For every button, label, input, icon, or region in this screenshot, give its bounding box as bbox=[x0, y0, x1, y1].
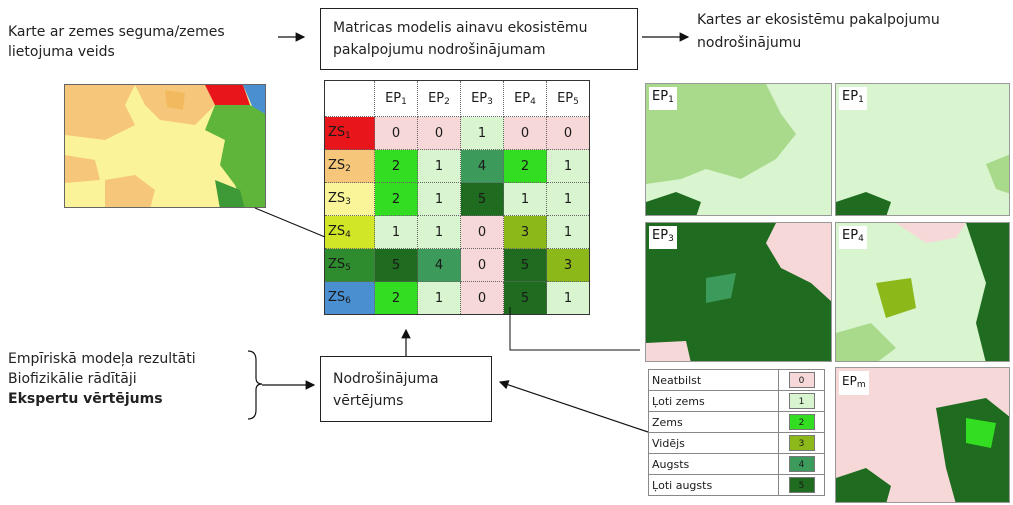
assessment-sources: Empīriskā modeļa rezultāti Biofizikālie … bbox=[8, 349, 248, 409]
matrix-cell: 4 bbox=[460, 149, 504, 183]
legend-row: Ļoti augsts 5 bbox=[648, 474, 825, 496]
es-map-m: EPm bbox=[835, 367, 1010, 503]
matrix-cell: 1 bbox=[546, 182, 590, 216]
matrix-cell: 0 bbox=[546, 116, 590, 150]
matrix-cell: 5 bbox=[374, 248, 418, 282]
matrix-row-header: ZS3 bbox=[324, 182, 375, 216]
matrix-cell: 4 bbox=[417, 248, 461, 282]
landcover-map-graphic bbox=[65, 85, 265, 207]
legend-label: Ļoti augsts bbox=[648, 474, 779, 496]
es-maps-label-line2: nodrošinājumu bbox=[697, 35, 802, 51]
matrix-cell: 1 bbox=[546, 281, 590, 315]
matrix-model-label-line2: pakalpojumu nodrošinājumam bbox=[333, 42, 546, 58]
matrix-cell: 1 bbox=[503, 182, 547, 216]
link-map-to-zs4 bbox=[254, 207, 326, 238]
legend-swatch-cell: 4 bbox=[778, 453, 825, 475]
matrix-cell: 1 bbox=[546, 215, 590, 249]
legend-swatch: 5 bbox=[788, 477, 815, 493]
matrix-cell: 2 bbox=[374, 281, 418, 315]
landcover-map bbox=[64, 84, 266, 208]
matrix-cell: 1 bbox=[417, 149, 461, 183]
matrix-row-header: ZS4 bbox=[324, 215, 375, 249]
legend-label: Augsts bbox=[648, 453, 779, 475]
provision-evaluation-box: Nodrošinājuma vērtējums bbox=[320, 356, 492, 422]
es-map-4-graphic bbox=[836, 223, 1009, 361]
landcover-map-label-line2: lietojuma veids bbox=[8, 44, 115, 60]
matrix-header-row: EP1 EP2 EP3 EP4 EP5 bbox=[324, 80, 590, 117]
es-map-1: EP1 bbox=[645, 83, 832, 216]
matrix-corner-cell bbox=[324, 80, 375, 117]
matrix-row-header: ZS6 bbox=[324, 281, 375, 315]
link-cell-to-map bbox=[509, 307, 640, 351]
matrix-cell: 3 bbox=[546, 248, 590, 282]
arrow-legend-to-evaluation bbox=[498, 380, 649, 433]
es-map-1-label: EP1 bbox=[649, 87, 677, 110]
landcover-map-label-line1: Karte ar zemes seguma/zemes bbox=[8, 24, 225, 40]
matrix-cell: 1 bbox=[546, 149, 590, 183]
legend-row: Augsts 4 bbox=[648, 453, 825, 475]
matrix-model-label-line1: Matricas modelis ainavu ekosistēmu bbox=[333, 20, 588, 36]
legend-swatch-cell: 1 bbox=[778, 390, 825, 412]
es-maps-label-line1: Kartes ar ekosistēmu pakalpojumu bbox=[697, 12, 940, 28]
es-map-2: EP1 bbox=[835, 83, 1010, 216]
matrix-cell: 2 bbox=[374, 182, 418, 216]
legend-swatch: 1 bbox=[788, 393, 815, 409]
source-empirical: Empīriskā modeļa rezultāti bbox=[8, 351, 196, 367]
es-map-m-label: EPm bbox=[839, 371, 869, 395]
matrix-row-header: ZS5 bbox=[324, 248, 375, 282]
legend-swatch: 4 bbox=[788, 456, 815, 472]
matrix-cell: 0 bbox=[374, 116, 418, 150]
es-map-3: EP3 bbox=[645, 222, 832, 362]
es-map-1-graphic bbox=[646, 84, 831, 215]
matrix-cell: 0 bbox=[460, 281, 504, 315]
es-maps-label: Kartes ar ekosistēmu pakalpojumu nodroši… bbox=[697, 10, 997, 53]
matrix-col-header: EP3 bbox=[460, 80, 504, 117]
matrix-row-header: ZS1 bbox=[324, 116, 375, 150]
matrix-cell: 2 bbox=[374, 149, 418, 183]
es-map-4: EP4 bbox=[835, 222, 1010, 362]
legend-swatch: 3 bbox=[788, 435, 815, 451]
es-map-4-label: EP4 bbox=[839, 226, 867, 249]
matrix-cell: 0 bbox=[503, 116, 547, 150]
es-map-2-label: EP1 bbox=[839, 87, 867, 110]
matrix-cell: 0 bbox=[417, 116, 461, 150]
matrix-model-box: Matricas modelis ainavu ekosistēmu pakal… bbox=[320, 8, 638, 70]
es-map-3-label: EP3 bbox=[649, 226, 677, 249]
legend-swatch: 0 bbox=[788, 372, 815, 388]
legend-swatch-cell: 5 bbox=[778, 474, 825, 496]
matrix-cell: 1 bbox=[460, 116, 504, 150]
matrix-cell: 1 bbox=[417, 182, 461, 216]
es-map-m-graphic bbox=[836, 368, 1009, 502]
matrix-cell: 2 bbox=[503, 149, 547, 183]
provision-evaluation-line2: vērtējums bbox=[333, 393, 404, 409]
legend-swatch: 2 bbox=[788, 414, 815, 430]
es-map-3-graphic bbox=[646, 223, 831, 361]
sources-brace bbox=[247, 350, 263, 420]
legend-swatch-cell: 0 bbox=[778, 369, 825, 391]
provision-evaluation-line1: Nodrošinājuma bbox=[333, 371, 439, 387]
source-expert: Ekspertu vērtējums bbox=[8, 391, 163, 407]
source-biophysical: Biofizikālie rādītāji bbox=[8, 371, 137, 387]
landcover-map-label: Karte ar zemes seguma/zemes lietojuma ve… bbox=[8, 22, 268, 62]
matrix-cell: 1 bbox=[417, 281, 461, 315]
matrix-cell: 5 bbox=[503, 248, 547, 282]
legend-swatch-cell: 3 bbox=[778, 432, 825, 454]
matrix-cell: 0 bbox=[460, 248, 504, 282]
legend-swatch-cell: 2 bbox=[778, 411, 825, 433]
